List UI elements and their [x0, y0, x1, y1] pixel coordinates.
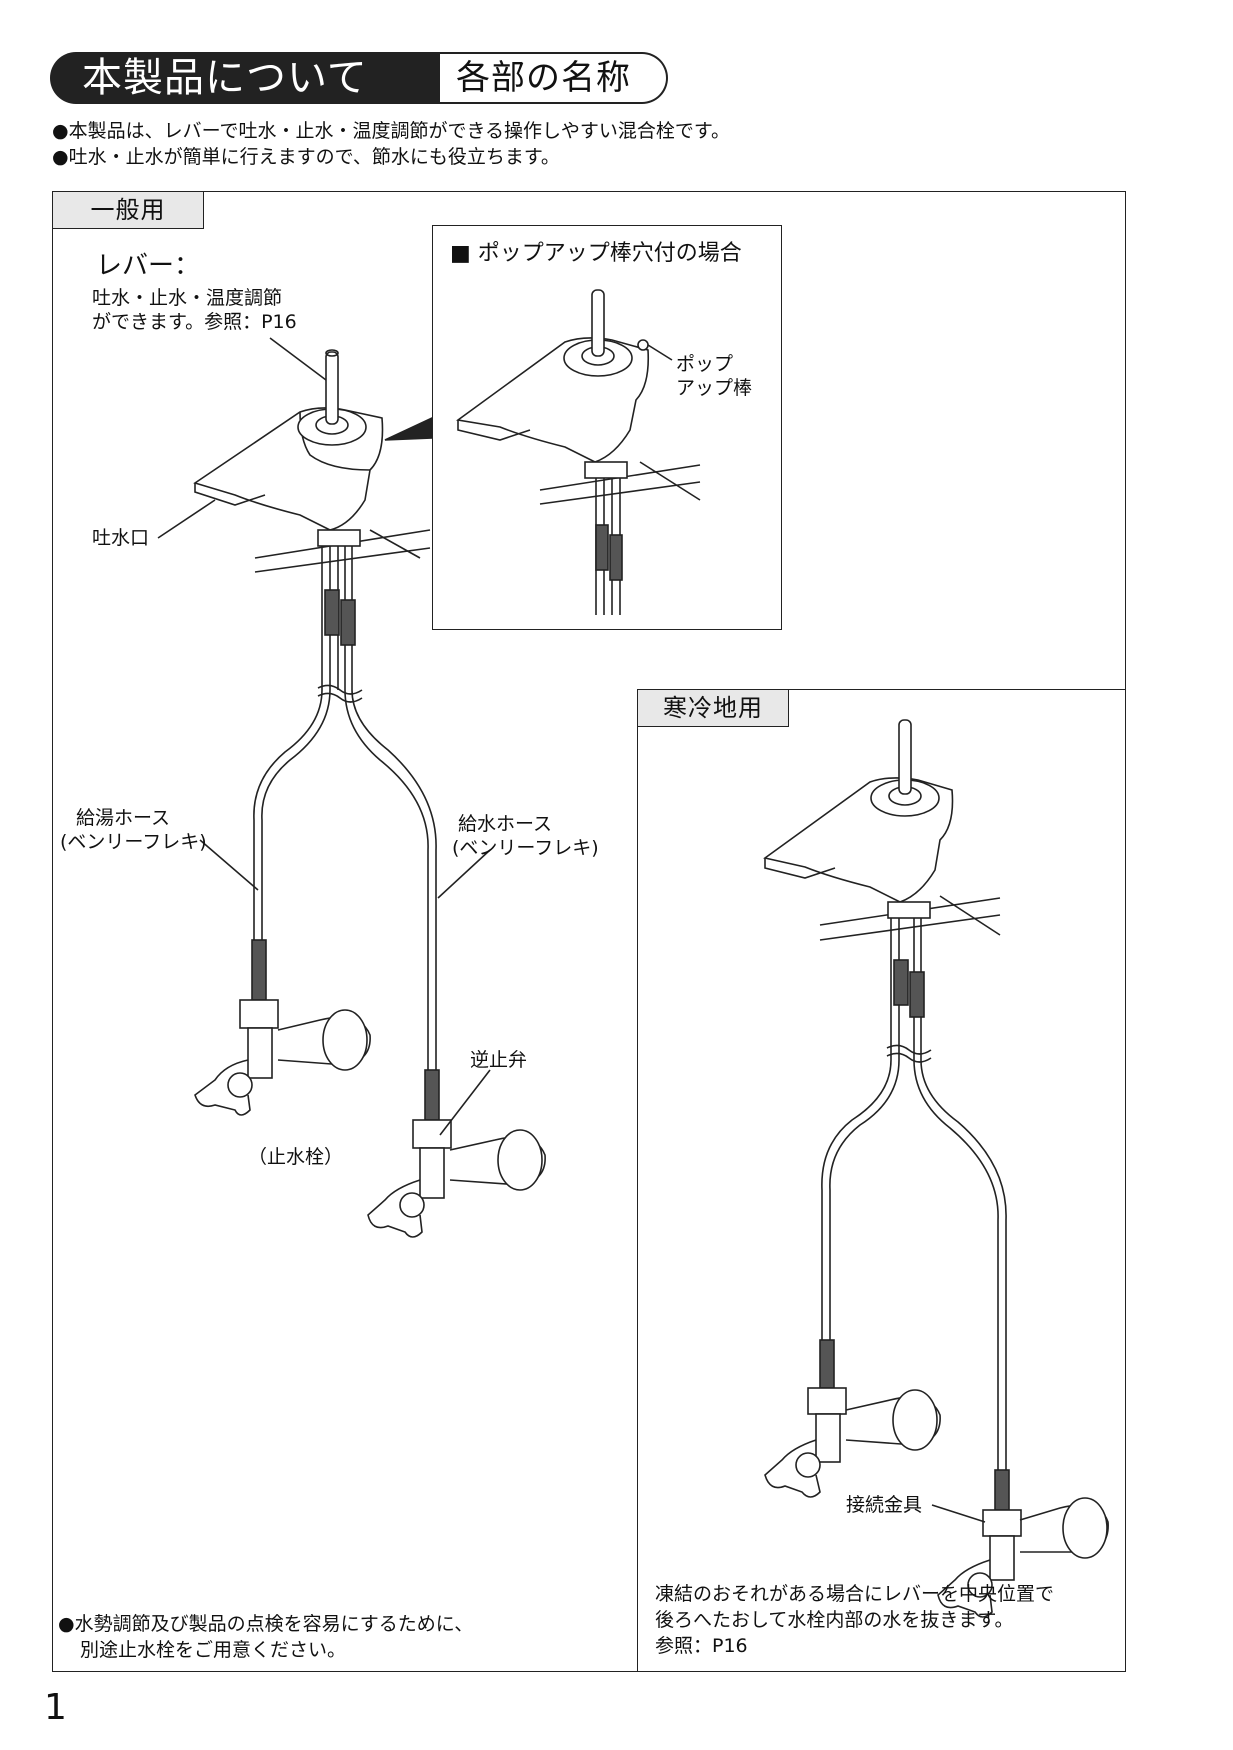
page-subtitle: 各部の名称: [456, 58, 631, 98]
popup-rod-label-1: ポップ: [676, 353, 734, 375]
hot-hose-label-1: 給湯ホース: [76, 807, 171, 829]
tab-cold-region: 寒冷地用: [637, 689, 789, 727]
popup-rod-label-2: アップ棒: [676, 377, 753, 399]
page-title: 本製品について: [82, 55, 368, 101]
tab-general: 一般用: [52, 191, 204, 229]
hot-hose-label-2: (ベンリーフレキ): [60, 831, 207, 853]
lever-desc-1: 吐水・止水・温度調節: [92, 287, 283, 309]
lever-title: レバー：: [96, 251, 201, 281]
cold-hose-label-2: (ベンリーフレキ): [452, 837, 599, 859]
check-valve-label: 逆止弁: [470, 1049, 528, 1071]
spout-label: 吐水口: [92, 527, 150, 549]
page-number: 1: [44, 1687, 67, 1728]
cold-note-2: 後ろへたおして水栓内部の水を抜きます。: [655, 1609, 1014, 1631]
popup-title: ■ ポップアップ棒穴付の場合: [450, 241, 742, 266]
intro-line-2: ●吐水・止水が簡単に行えますので、節水にも役立ちます。: [52, 146, 560, 168]
header-subtitle-frame: [440, 52, 668, 104]
cold-note-1: 凍結のおそれがある場合にレバーを中央位置で: [655, 1583, 1055, 1605]
stop-valve-label: （止水栓）: [248, 1146, 344, 1168]
cold-hose-label-1: 給水ホース: [458, 813, 553, 835]
general-note-1: ●水勢調節及び製品の点検を容易にするために、: [58, 1613, 474, 1635]
fitting-label: 接続金具: [846, 1494, 923, 1516]
cold-note-3: 参照：P16: [655, 1635, 748, 1657]
general-note-2: 別途止水栓をご用意ください。: [80, 1639, 347, 1661]
lever-desc-2: ができます。参照：P16: [92, 311, 297, 333]
intro-line-1: ●本製品は、レバーで吐水・止水・温度調節ができる操作しやすい混合栓です。: [52, 120, 730, 142]
header-title-bg: [50, 52, 440, 104]
